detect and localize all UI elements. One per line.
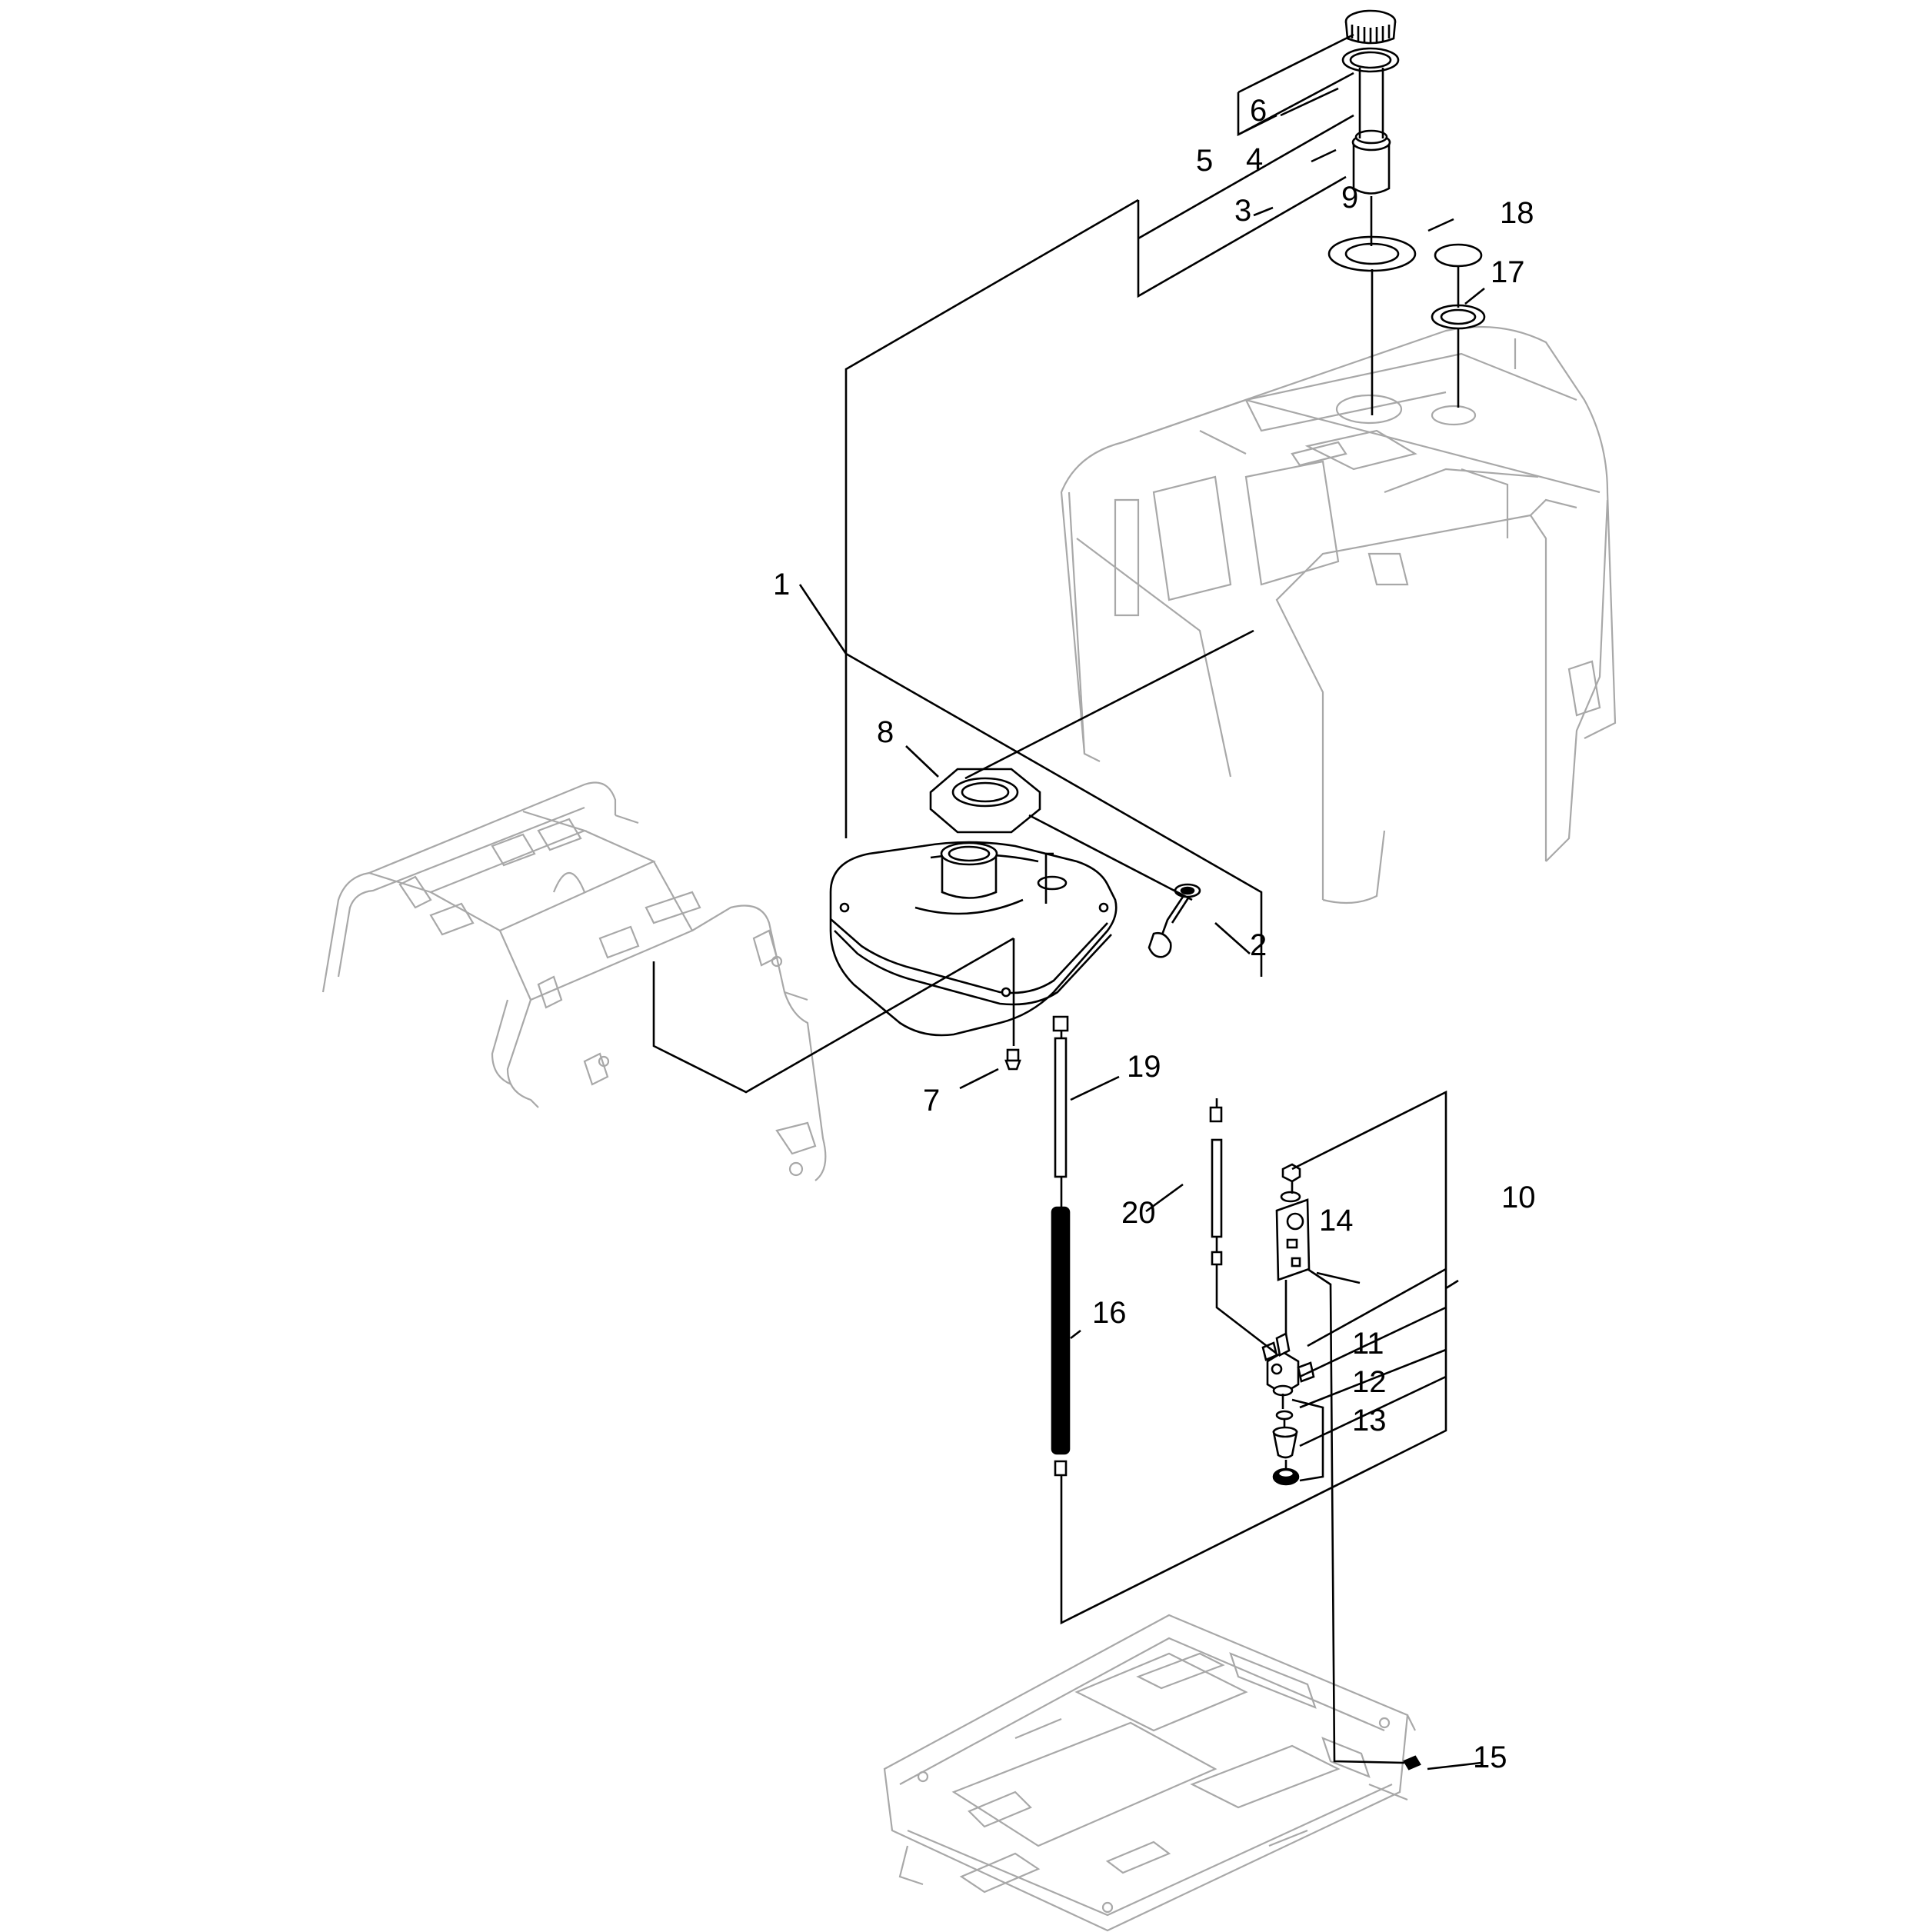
callout-1: 1	[773, 568, 790, 601]
callout-17: 17	[1491, 255, 1525, 289]
callout-16: 16	[1092, 1296, 1127, 1330]
callout-13: 13	[1352, 1404, 1387, 1437]
callout-10: 10	[1501, 1181, 1536, 1214]
callout-labels: 1 2 3 4 5 6 7 8 9 10 11 12 13 14 15 16 1…	[773, 94, 1536, 1774]
callout-2: 2	[1250, 928, 1267, 962]
fuel-valve	[1261, 1332, 1315, 1395]
tank-bolt	[1004, 1048, 1021, 1071]
fuel-hose-upper	[1052, 1015, 1069, 1178]
fuel-cap	[1344, 9, 1397, 45]
callout-4: 4	[1246, 142, 1263, 176]
callout-20: 20	[1121, 1196, 1156, 1230]
ghost-bottom-platform	[883, 1614, 1416, 1932]
fuel-hose-lower	[1209, 1106, 1223, 1266]
callout-6: 6	[1250, 94, 1267, 128]
sediment-cup	[1272, 1426, 1298, 1459]
callout-7: 7	[923, 1084, 940, 1118]
callout-14: 14	[1319, 1204, 1354, 1237]
filler-strainer	[1351, 68, 1391, 195]
callout-15: 15	[1473, 1740, 1507, 1774]
sediment-cup-gasket	[1275, 1410, 1294, 1421]
callout-12: 12	[1352, 1365, 1387, 1399]
plug-grommet	[1431, 304, 1486, 330]
callout-8: 8	[877, 715, 894, 749]
callout-11: 11	[1352, 1327, 1384, 1361]
callout-18: 18	[1500, 196, 1534, 230]
fuel-tank	[829, 841, 1118, 1037]
mounting-bolt	[1403, 1755, 1421, 1770]
cup-retainer-nut	[1272, 1467, 1300, 1486]
callout-5: 5	[1196, 144, 1213, 178]
callout-3: 3	[1234, 194, 1251, 228]
cap-plug	[1434, 243, 1483, 268]
corrugated-hose	[1051, 1206, 1071, 1477]
leader-lines	[652, 33, 1485, 1770]
ghost-left-frame	[321, 781, 827, 1181]
fuel-gauge-sender	[1148, 883, 1201, 958]
valve-bracket	[1275, 1163, 1311, 1281]
callout-19: 19	[1127, 1050, 1161, 1084]
ghost-hood-housing	[1060, 325, 1617, 904]
cap-gasket	[1341, 47, 1400, 73]
filler-neck-nut	[929, 768, 1041, 834]
callout-9: 9	[1341, 181, 1358, 215]
